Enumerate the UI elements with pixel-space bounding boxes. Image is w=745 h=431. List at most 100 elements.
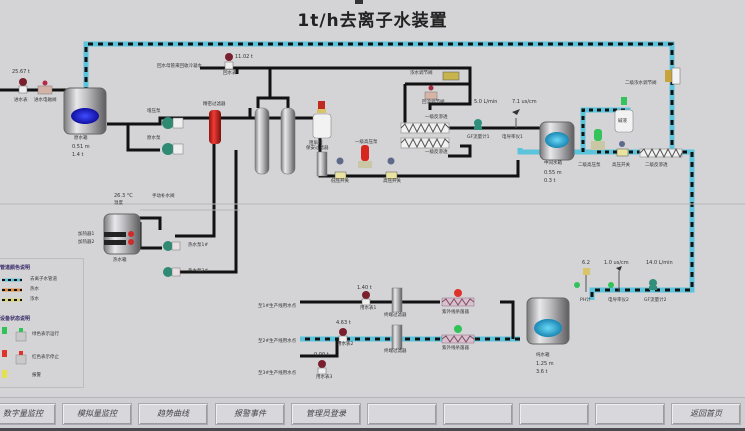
heater-1-label: 加热器1: [78, 232, 95, 237]
legend-panel: [0, 258, 84, 388]
pure-tank-volume: 3.6 t: [536, 369, 548, 375]
gf-flowmeter-2[interactable]: [649, 279, 657, 290]
security-filter-label: 保安过滤器: [306, 146, 329, 151]
use-meter-1-label: 用水表1: [360, 306, 377, 311]
return-meter-label: 回水表: [223, 71, 237, 76]
nav-alarm-events[interactable]: 报警事件: [215, 403, 285, 425]
security-filter[interactable]: [316, 151, 328, 177]
pure-water-tank[interactable]: [526, 297, 570, 345]
middle-water-tank[interactable]: [539, 121, 575, 161]
stage2-ro-membrane[interactable]: [639, 147, 683, 159]
nav-analog-monitor[interactable]: 模拟量监控: [62, 403, 132, 425]
uv-sterilizer-1[interactable]: [441, 297, 475, 307]
use-meter-1[interactable]: [361, 291, 371, 306]
stage1-flow-value: 5.0 L/min: [474, 99, 498, 105]
inlet-solenoid-valve[interactable]: [37, 80, 53, 95]
stage1-hp-pump[interactable]: [358, 145, 372, 168]
precision-filter-label: 精密过滤器: [203, 102, 226, 107]
nav-empty-3[interactable]: [519, 403, 589, 425]
gf-flowmeter-1[interactable]: [474, 119, 482, 130]
screen-bottom-edge: [0, 428, 745, 431]
high-switch-label: 高压开关: [383, 179, 401, 184]
uv-sterilizer-2[interactable]: [441, 334, 475, 344]
raw-pump-label: 原水泵: [147, 136, 161, 141]
nav-trend-curve[interactable]: 趋势曲线: [138, 403, 208, 425]
return-valve[interactable]: [424, 85, 438, 100]
stage2-hp-pump-label: 二级高压泵: [578, 163, 601, 168]
inlet-flowmeter[interactable]: [18, 78, 28, 94]
pure-tank-label: 纯水箱: [536, 353, 550, 358]
return-flowmeter[interactable]: [224, 53, 234, 70]
inlet-valve-label: 进水电磁阀: [34, 98, 57, 103]
booster-pump[interactable]: [162, 117, 184, 129]
raw-water-pump[interactable]: [162, 143, 184, 155]
hot-water-pump-2[interactable]: [163, 267, 181, 277]
concentrate-valve-label: 浓水调节阀: [410, 71, 433, 76]
uv-2-label: 紫外线杀菌器: [442, 346, 469, 351]
stage2-dosing-label: 碱液: [618, 119, 627, 124]
stage1-cond-value: 7.1 us/cm: [512, 99, 537, 105]
recycle-source-label: 回水母管来回收冷凝水: [157, 64, 202, 69]
stage2-dosing-tank[interactable]: [614, 97, 634, 133]
nav-empty-2[interactable]: [443, 403, 513, 425]
hot-tank-temp: 26.3 °C: [114, 193, 133, 199]
mid-tank-volume: 0.3 t: [544, 178, 556, 184]
line3-source-label: 至3#生产线用水点: [258, 371, 297, 376]
filter-2-label: 终端过滤器: [384, 349, 407, 354]
inlet-meter-label: 进水表: [14, 98, 28, 103]
use-meter-3-label: 用水表3: [316, 375, 333, 380]
nav-empty-4[interactable]: [595, 403, 665, 425]
anion-column[interactable]: [280, 107, 296, 175]
product-cond-value: 1.0 us/cm: [604, 260, 629, 266]
legend-status-title: 设备状态说明: [0, 316, 31, 322]
ph-label: PH计: [580, 298, 591, 303]
use-meter-3-value: 0.00 t: [314, 352, 329, 358]
use-meter-3[interactable]: [317, 360, 327, 375]
hot-water-tank[interactable]: [103, 213, 141, 255]
ph-value: 6.2: [582, 260, 590, 266]
gf-flowmeter-1-label: GF流量计1: [467, 135, 490, 140]
cation-column[interactable]: [254, 107, 270, 175]
use-meter-2-label: 用水表2: [337, 342, 354, 347]
stage2-hp-pump[interactable]: [591, 129, 605, 150]
low-pressure-switch[interactable]: [334, 157, 347, 180]
legend-status-stop: 红色表示停止: [32, 355, 59, 360]
hot-water-pump-1[interactable]: [163, 241, 181, 251]
terminal-filter-1[interactable]: [391, 287, 403, 313]
cond-status-light: [608, 282, 614, 288]
manual-fill-valve-label: 手动补水阀: [152, 194, 175, 199]
precision-filter[interactable]: [209, 110, 221, 144]
conductivity-meter-1[interactable]: [512, 109, 520, 128]
stage1-ro-membranes[interactable]: [400, 122, 450, 149]
use-meter-2[interactable]: [338, 328, 348, 343]
terminal-filter-2[interactable]: [391, 324, 403, 350]
legend-status-run: 绿色表示运行: [32, 332, 59, 337]
legend-status-samples: [2, 327, 27, 378]
mid-tank-label: 中间水箱: [544, 161, 562, 166]
mid-tank-level: 0.55 m: [544, 170, 562, 176]
raw-water-tank[interactable]: [63, 87, 107, 135]
dosing-tank[interactable]: [312, 101, 332, 139]
booster-pump-label: 增压泵: [147, 109, 161, 114]
nav-admin-login[interactable]: 管理员登录: [291, 403, 361, 425]
concentrate-valve[interactable]: [442, 71, 460, 81]
ro-top-label: 一级反渗透: [425, 115, 448, 120]
stage2-high-pressure-switch[interactable]: [616, 141, 629, 157]
title-marker: [355, 0, 363, 4]
uv-1-label: 紫外线杀菌器: [442, 310, 469, 315]
ph-meter[interactable]: [583, 268, 590, 292]
nav-return-home[interactable]: 返回首页: [671, 403, 741, 425]
uv1-status-light: [454, 289, 462, 297]
nav-empty-1[interactable]: [367, 403, 437, 425]
high-pressure-switch[interactable]: [385, 157, 398, 180]
hot-pump-1-label: 热水泵1#: [188, 243, 209, 248]
stage2-concentrate-valve-label: 二级浓水调节阀: [625, 81, 657, 86]
stage2-concentrate-valve[interactable]: [665, 67, 681, 85]
nav-digital-monitor[interactable]: 数字量监控: [0, 403, 56, 425]
stage2-high-switch-label: 高压开关: [612, 163, 630, 168]
use-meter-1-value: 1.40 t: [357, 285, 372, 291]
use-meter-2-value: 4.63 t: [336, 320, 351, 326]
di-water-pipe-loop: [83, 41, 695, 342]
return-valve-label: 回流调节阀: [422, 100, 445, 105]
conductivity-meter-2[interactable]: [616, 266, 622, 292]
